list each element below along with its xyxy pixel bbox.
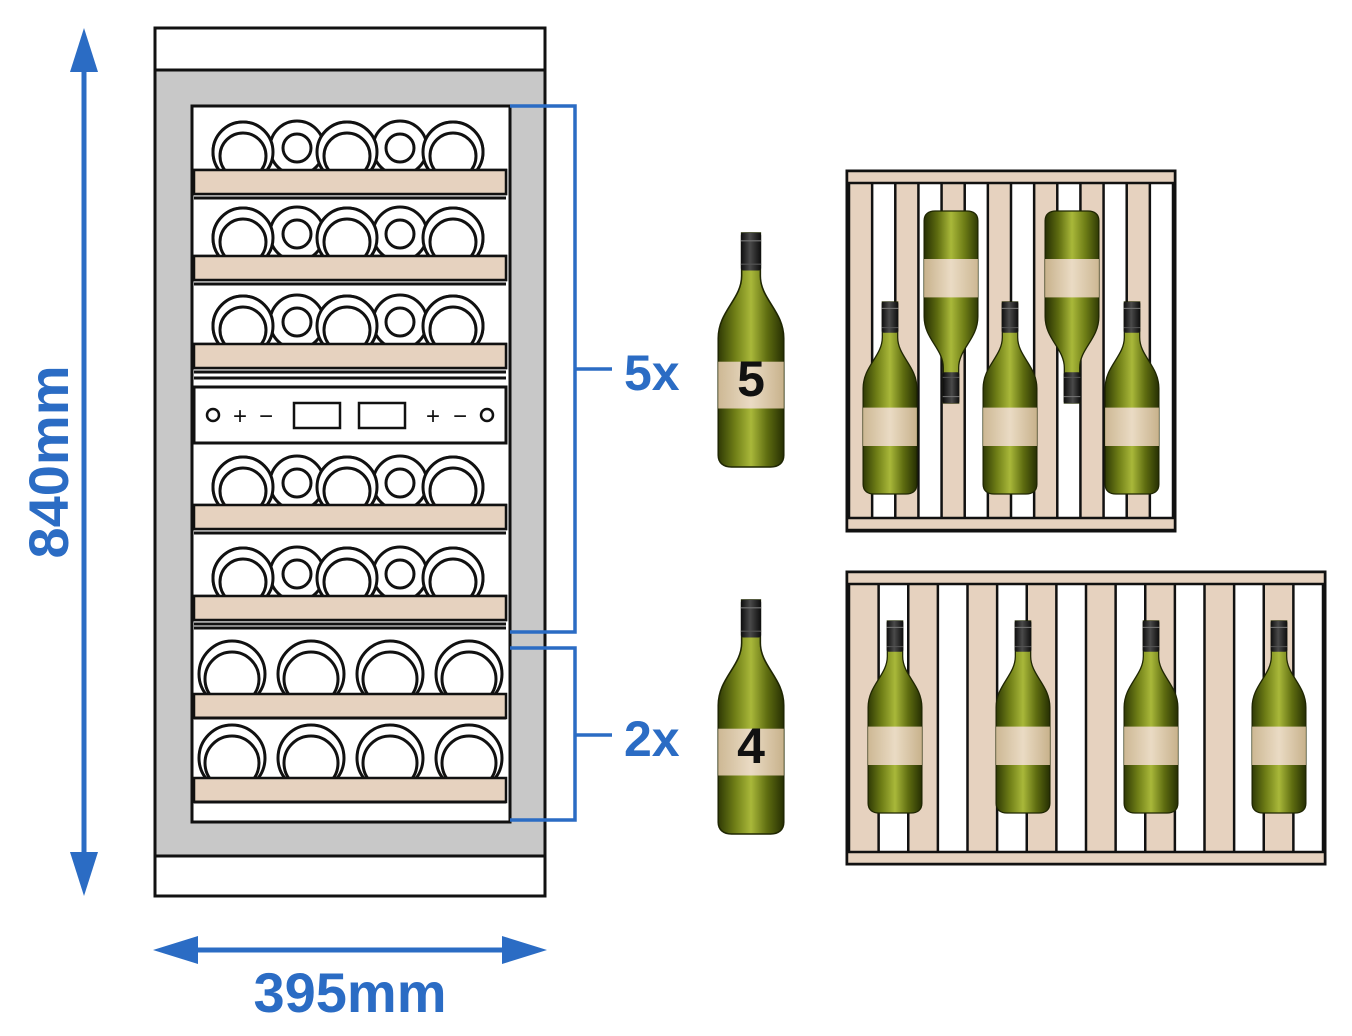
temp-up-right-button[interactable]: + xyxy=(426,403,440,430)
bottle-end-icon xyxy=(384,132,416,164)
upper-zone-bottle: 5 xyxy=(717,232,785,468)
lower-shelf-top-view xyxy=(845,570,1327,866)
shelf-group xyxy=(192,119,508,804)
lower-zone-bottle: 4 xyxy=(717,599,785,835)
width-dimension: 395mm xyxy=(153,936,547,1024)
upper-shelf-top-view xyxy=(845,169,1177,533)
bottles-per-shelf-lower: 4 xyxy=(737,718,765,774)
height-dimension: 840mm xyxy=(17,28,98,896)
bottle-end-icon xyxy=(281,467,313,499)
shelf-row-front xyxy=(192,546,508,626)
temp-down-right-button[interactable]: − xyxy=(453,403,467,430)
shelf-row-front xyxy=(192,206,508,286)
height-label: 840mm xyxy=(17,365,80,558)
shelf-front xyxy=(192,342,508,370)
power-button-right-icon[interactable] xyxy=(479,407,495,423)
shelf-front xyxy=(192,254,508,282)
shelf-row-front xyxy=(192,294,508,374)
shelf-slat xyxy=(967,584,998,852)
shelf-row-front xyxy=(192,455,508,535)
bottle-end-icon xyxy=(384,467,416,499)
wine-cooler-cabinet: + − + − xyxy=(153,26,547,898)
temp-down-left-button[interactable]: − xyxy=(259,403,273,430)
bottle-end-icon xyxy=(384,558,416,590)
bottle-end-icon xyxy=(281,306,313,338)
shelf-front xyxy=(192,594,508,622)
bottle-end-icon xyxy=(384,218,416,250)
shelf-front xyxy=(192,168,508,196)
display-left xyxy=(292,401,342,430)
bottle-end-icon xyxy=(281,132,313,164)
shelf-row xyxy=(192,639,508,720)
lower-zone-bracket: 2x xyxy=(510,646,680,822)
shelf-front xyxy=(192,503,508,531)
lower-zone-count: 2x xyxy=(624,711,680,767)
display-right xyxy=(357,401,407,430)
upper-zone-count: 5x xyxy=(624,345,680,401)
control-panel: + − + − xyxy=(192,385,508,445)
shelf-front xyxy=(192,692,508,720)
temp-up-left-button[interactable]: + xyxy=(233,403,247,430)
bottle-end-icon xyxy=(281,218,313,250)
bottles-per-shelf-upper: 5 xyxy=(737,351,765,407)
shelf-front xyxy=(192,776,508,804)
shelf-slat xyxy=(1204,584,1235,852)
upper-zone-bracket: 5x xyxy=(510,104,680,634)
shelf-row xyxy=(192,723,508,804)
shelf-row-front xyxy=(192,120,508,200)
bottle-end-icon xyxy=(281,558,313,590)
width-label: 395mm xyxy=(253,961,446,1024)
power-button-left-icon[interactable] xyxy=(205,407,221,423)
shelf-slat xyxy=(1086,584,1116,852)
bottle-end-icon xyxy=(384,306,416,338)
